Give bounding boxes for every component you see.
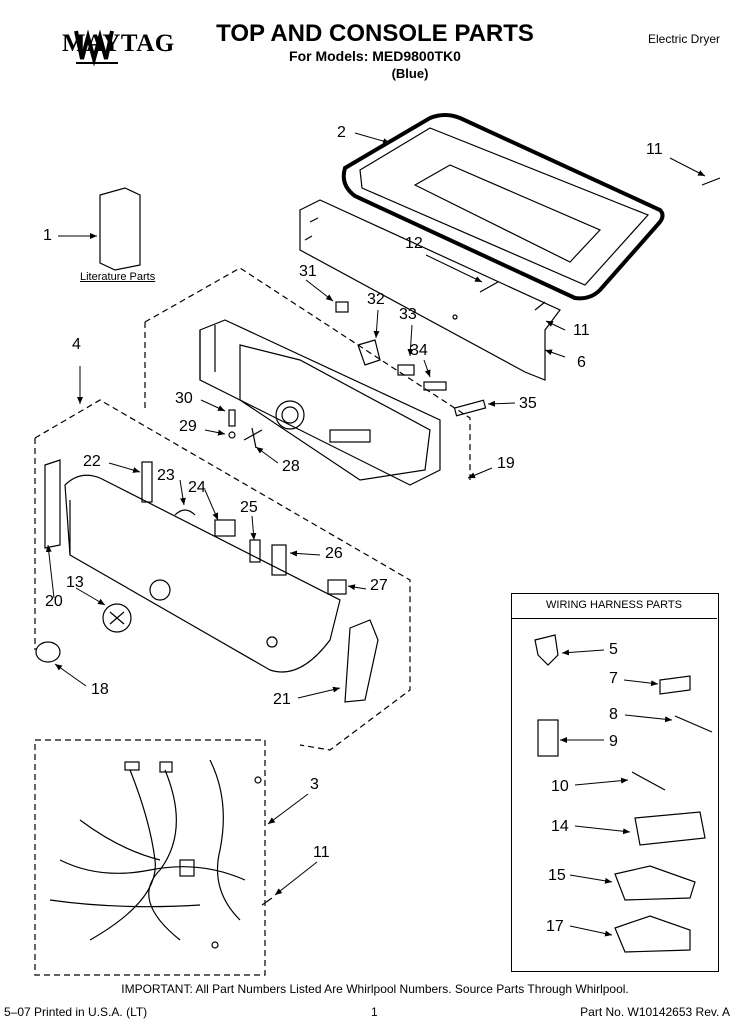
callout-22: 22 [83, 453, 101, 470]
callout-6: 6 [577, 354, 586, 371]
callout-1: 1 [43, 227, 52, 244]
literature-parts-label: Literature Parts [80, 271, 156, 283]
callout-14: 14 [551, 818, 569, 835]
part-23-drawing [174, 509, 196, 516]
part-30-drawing [228, 409, 236, 427]
part-26-drawing [271, 544, 287, 576]
callout-32: 32 [367, 291, 385, 308]
part-10-drawing [631, 771, 666, 791]
callout-19: 19 [497, 455, 515, 472]
callout-9: 9 [609, 733, 618, 750]
callout-2: 2 [337, 124, 346, 141]
part-22-drawing [141, 461, 153, 503]
callout-10: 10 [551, 778, 569, 795]
callout-5: 5 [609, 641, 618, 658]
callout-20: 20 [45, 593, 63, 610]
part-number: Part No. W10142653 Rev. A [580, 1005, 730, 1019]
callout-12: 12 [405, 235, 423, 252]
callout-17: 17 [546, 918, 564, 935]
part-7-drawing [659, 675, 691, 695]
maytag-logo-icon [74, 29, 118, 67]
top-panel-drawing [341, 113, 665, 301]
callout-4: 4 [72, 336, 81, 353]
callout-15: 15 [548, 867, 566, 884]
callout-26: 26 [325, 545, 343, 562]
part-27-drawing [327, 579, 347, 595]
callout-8: 8 [609, 706, 618, 723]
wiring-harness-box [511, 593, 719, 972]
part-13-drawing [102, 603, 132, 633]
wire-harness-drawing [49, 759, 262, 949]
callout-23: 23 [157, 467, 175, 484]
part-9-drawing [537, 719, 559, 757]
part-24-drawing [214, 519, 236, 537]
callout-25: 25 [240, 499, 258, 516]
part-18-drawing [35, 641, 61, 663]
part-17-drawing [614, 915, 691, 953]
callout-11-top: 11 [646, 141, 663, 158]
harness-box-drawing [34, 739, 266, 976]
callout-18: 18 [91, 681, 109, 698]
product-type: Electric Dryer [647, 32, 720, 46]
callout-13: 13 [66, 574, 84, 591]
callout-31: 31 [299, 263, 317, 280]
rear-console-drawing [299, 199, 561, 381]
part-8-drawing [674, 715, 713, 733]
part-15-drawing [614, 865, 696, 901]
console-assembly-drawing [199, 319, 441, 486]
front-console-drawing [64, 474, 341, 673]
part-5-drawing [534, 634, 559, 666]
part-25-drawing [249, 539, 261, 563]
callout-3: 3 [310, 776, 319, 793]
part-21-drawing [344, 619, 379, 703]
wiring-harness-title: WIRING HARNESS PARTS [511, 593, 717, 619]
page-number: 1 [371, 1005, 378, 1019]
callout-28: 28 [282, 458, 300, 475]
color-line: (Blue) [391, 66, 429, 81]
part-1-drawing [99, 187, 141, 271]
callout-24: 24 [188, 479, 206, 496]
callout-27: 27 [370, 577, 388, 594]
callout-11-harness: 11 [313, 844, 330, 861]
part-14-drawing [634, 811, 706, 846]
leader-lines [45, 132, 706, 937]
callout-34: 34 [410, 342, 428, 359]
part-28-drawing [243, 427, 263, 449]
page-title: TOP AND CONSOLE PARTS [216, 20, 534, 47]
important-note: IMPORTANT: All Part Numbers Listed Are W… [121, 982, 629, 996]
callout-29: 29 [179, 418, 197, 435]
part-20-drawing [44, 459, 61, 549]
print-info: 5–07 Printed in U.S.A. (LT) [4, 1005, 148, 1019]
models-line: For Models: MED9800TK0 [289, 48, 461, 64]
callout-35: 35 [519, 395, 537, 412]
callout-33: 33 [399, 306, 417, 323]
callout-30: 30 [175, 390, 193, 407]
callout-21: 21 [273, 691, 291, 708]
callout-7: 7 [609, 670, 618, 687]
callout-11-console: 11 [573, 322, 590, 339]
brand-name: MAYTAG [62, 30, 175, 57]
